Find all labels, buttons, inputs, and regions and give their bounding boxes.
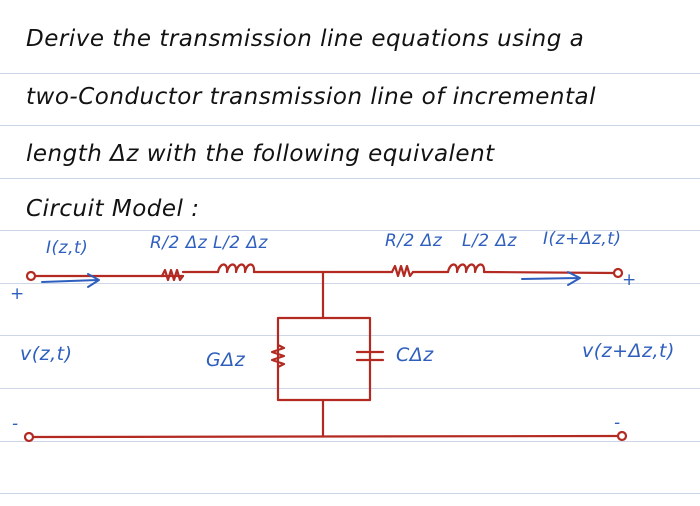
bottom-wire — [31, 434, 620, 439]
ruled-line — [0, 178, 700, 179]
terminal-bottom-left — [23, 431, 35, 443]
ruled-line — [0, 283, 700, 284]
shunt-box — [276, 316, 372, 402]
conductance-label: GΔz — [206, 349, 246, 371]
resistor-left-label: R/2 Δz — [150, 233, 208, 253]
ruled-line — [0, 335, 700, 336]
resistor-right-label: R/2 Δz — [385, 231, 443, 251]
problem-line-1: Derive the transmission line equations u… — [26, 26, 585, 52]
polarity-plus-right: + — [622, 270, 637, 290]
current-arrow-in — [41, 273, 100, 288]
terminal-bottom-right — [616, 430, 628, 442]
problem-line-2: two-Conductor transmission line of incre… — [26, 84, 596, 110]
current-arrow-out — [521, 271, 581, 286]
ruled-line — [0, 73, 700, 74]
voltage-in-label: v(z,t) — [20, 343, 73, 365]
ruled-line — [0, 493, 700, 494]
wire-segment — [482, 270, 616, 275]
resistor-shunt-icon — [270, 343, 286, 369]
resistor-left-icon — [160, 268, 185, 282]
terminal-top-left — [25, 270, 37, 282]
inductor-right-icon — [446, 263, 486, 274]
inductor-right-label: L/2 Δz — [462, 231, 517, 251]
inductor-left-icon — [216, 263, 256, 274]
problem-line-3: length Δz with the following equivalent — [26, 141, 495, 167]
ruled-line — [0, 388, 700, 389]
ruled-line — [0, 441, 700, 442]
voltage-out-label: v(z+Δz,t) — [582, 340, 675, 362]
polarity-minus-left: - — [12, 414, 19, 434]
problem-line-4: Circuit Model : — [26, 196, 200, 222]
current-in-label: I(z,t) — [46, 238, 89, 258]
ruled-line — [0, 125, 700, 126]
polarity-minus-right: - — [614, 413, 621, 433]
capacitance-label: CΔz — [396, 344, 434, 366]
resistor-right-icon — [390, 264, 415, 278]
ruled-line — [0, 230, 700, 231]
polarity-plus-left: + — [10, 284, 25, 304]
current-out-label: I(z+Δz,t) — [543, 229, 622, 249]
inductor-left-label: L/2 Δz — [213, 233, 268, 253]
terminal-top-right — [612, 267, 624, 279]
